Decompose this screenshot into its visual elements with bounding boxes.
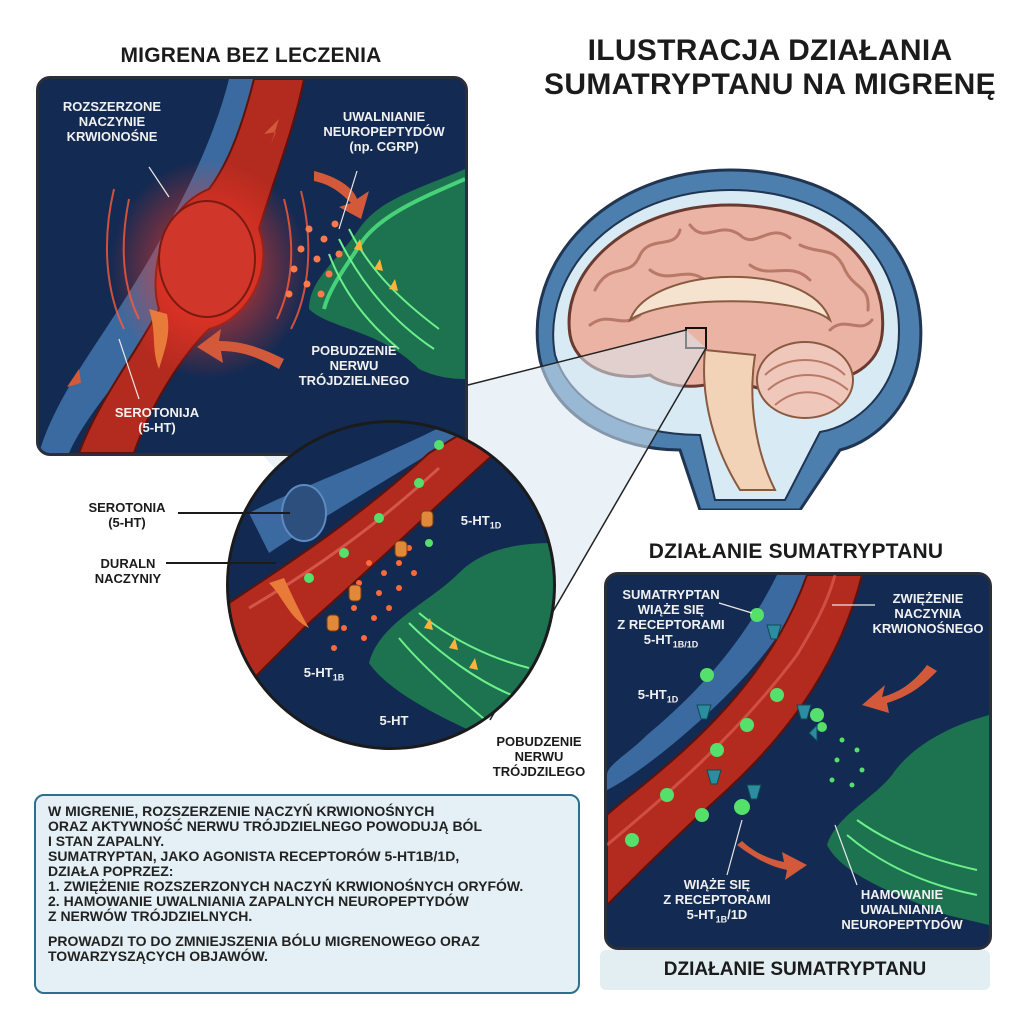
- action-illustration: [607, 575, 989, 947]
- label-dilated-vessel: ROZSZERZONE NACZYNIE KRWIONOŚNE: [62, 99, 162, 144]
- action-label-inhibition: HAMOWANIE UWALNIANIA NEUROPEPTYDÓW: [841, 887, 963, 932]
- zoom-label-serotonin: SEROTONIA (5-HT): [88, 500, 166, 530]
- label-trigeminal-activation: POBUDZENIE NERWU TRÓJDZIELNEGO: [298, 343, 410, 388]
- action-label-binds2: WIĄŻE SIĘ Z RECEPTORAMI 5-HT1B/1D: [663, 877, 771, 925]
- label-neuropeptides: UWALNIANIE NEUROPEPTYDÓW (np. CGRP): [323, 109, 445, 154]
- action-panel-footer: DZIAŁANIE SUMATRYPTANU: [600, 950, 990, 990]
- title-line-2: SUMATRYPTANU NA MIGRENĘ: [544, 68, 996, 101]
- leader-dural: [166, 562, 276, 564]
- explanation-part-b: PROWADZI TO DO ZMNIEJSZENIA BÓLU MIGRENO…: [48, 933, 480, 964]
- title-line-1: ILUSTRACJA DZIAŁANIA: [587, 34, 953, 67]
- migraine-panel: ROZSZERZONE NACZYNIE KRWIONOŚNE UWALNIAN…: [36, 76, 468, 456]
- page-title: ILUSTRACJA DZIAŁANIA SUMATRYPTANU NA MIG…: [520, 34, 1020, 102]
- zoom-label-dural: DURALN NACZYNIY: [94, 556, 162, 586]
- label-serotonin: SEROTONIJA (5-HT): [114, 405, 200, 435]
- action-label-5ht1d: 5-HT1D: [637, 687, 679, 705]
- action-label-constriction: ZWIĘŻENIE NACZYNIA KRWIONOŚNEGO: [872, 591, 984, 636]
- zoom-label-5ht1b: 5-HT1B: [303, 665, 345, 683]
- zoom-label-trigeminal: POBUDZENIE NERWU TRÓJDZILEGO: [492, 734, 586, 779]
- explanation-box: W MIGRENIE, ROZSZERZENIE NACZYŃ KRWIONOŚ…: [34, 794, 580, 994]
- zoom-label-5ht1d: 5-HT1D: [460, 513, 502, 531]
- action-label-binds: SUMATRYPTAN WIĄŻE SIĘ Z RECEPTORAMI 5-HT…: [617, 587, 725, 650]
- migraine-panel-heading: MIGRENA BEZ LECZENIA: [120, 44, 382, 67]
- zoom-circle: 5-HT1D 5-HT1B 5-HT: [226, 420, 556, 750]
- migraine-illustration: [39, 79, 465, 453]
- zoom-illustration: [229, 423, 553, 747]
- action-panel-heading: DZIAŁANIE SUMATRYPTANU: [648, 540, 944, 563]
- explanation-part-a: W MIGRENIE, ROZSZERZENIE NACZYŃ KRWIONOŚ…: [48, 803, 524, 924]
- action-panel: SUMATRYPTAN WIĄŻE SIĘ Z RECEPTORAMI 5-HT…: [604, 572, 992, 950]
- leader-serotonin: [178, 512, 290, 514]
- zoom-label-5ht: 5-HT: [379, 713, 409, 728]
